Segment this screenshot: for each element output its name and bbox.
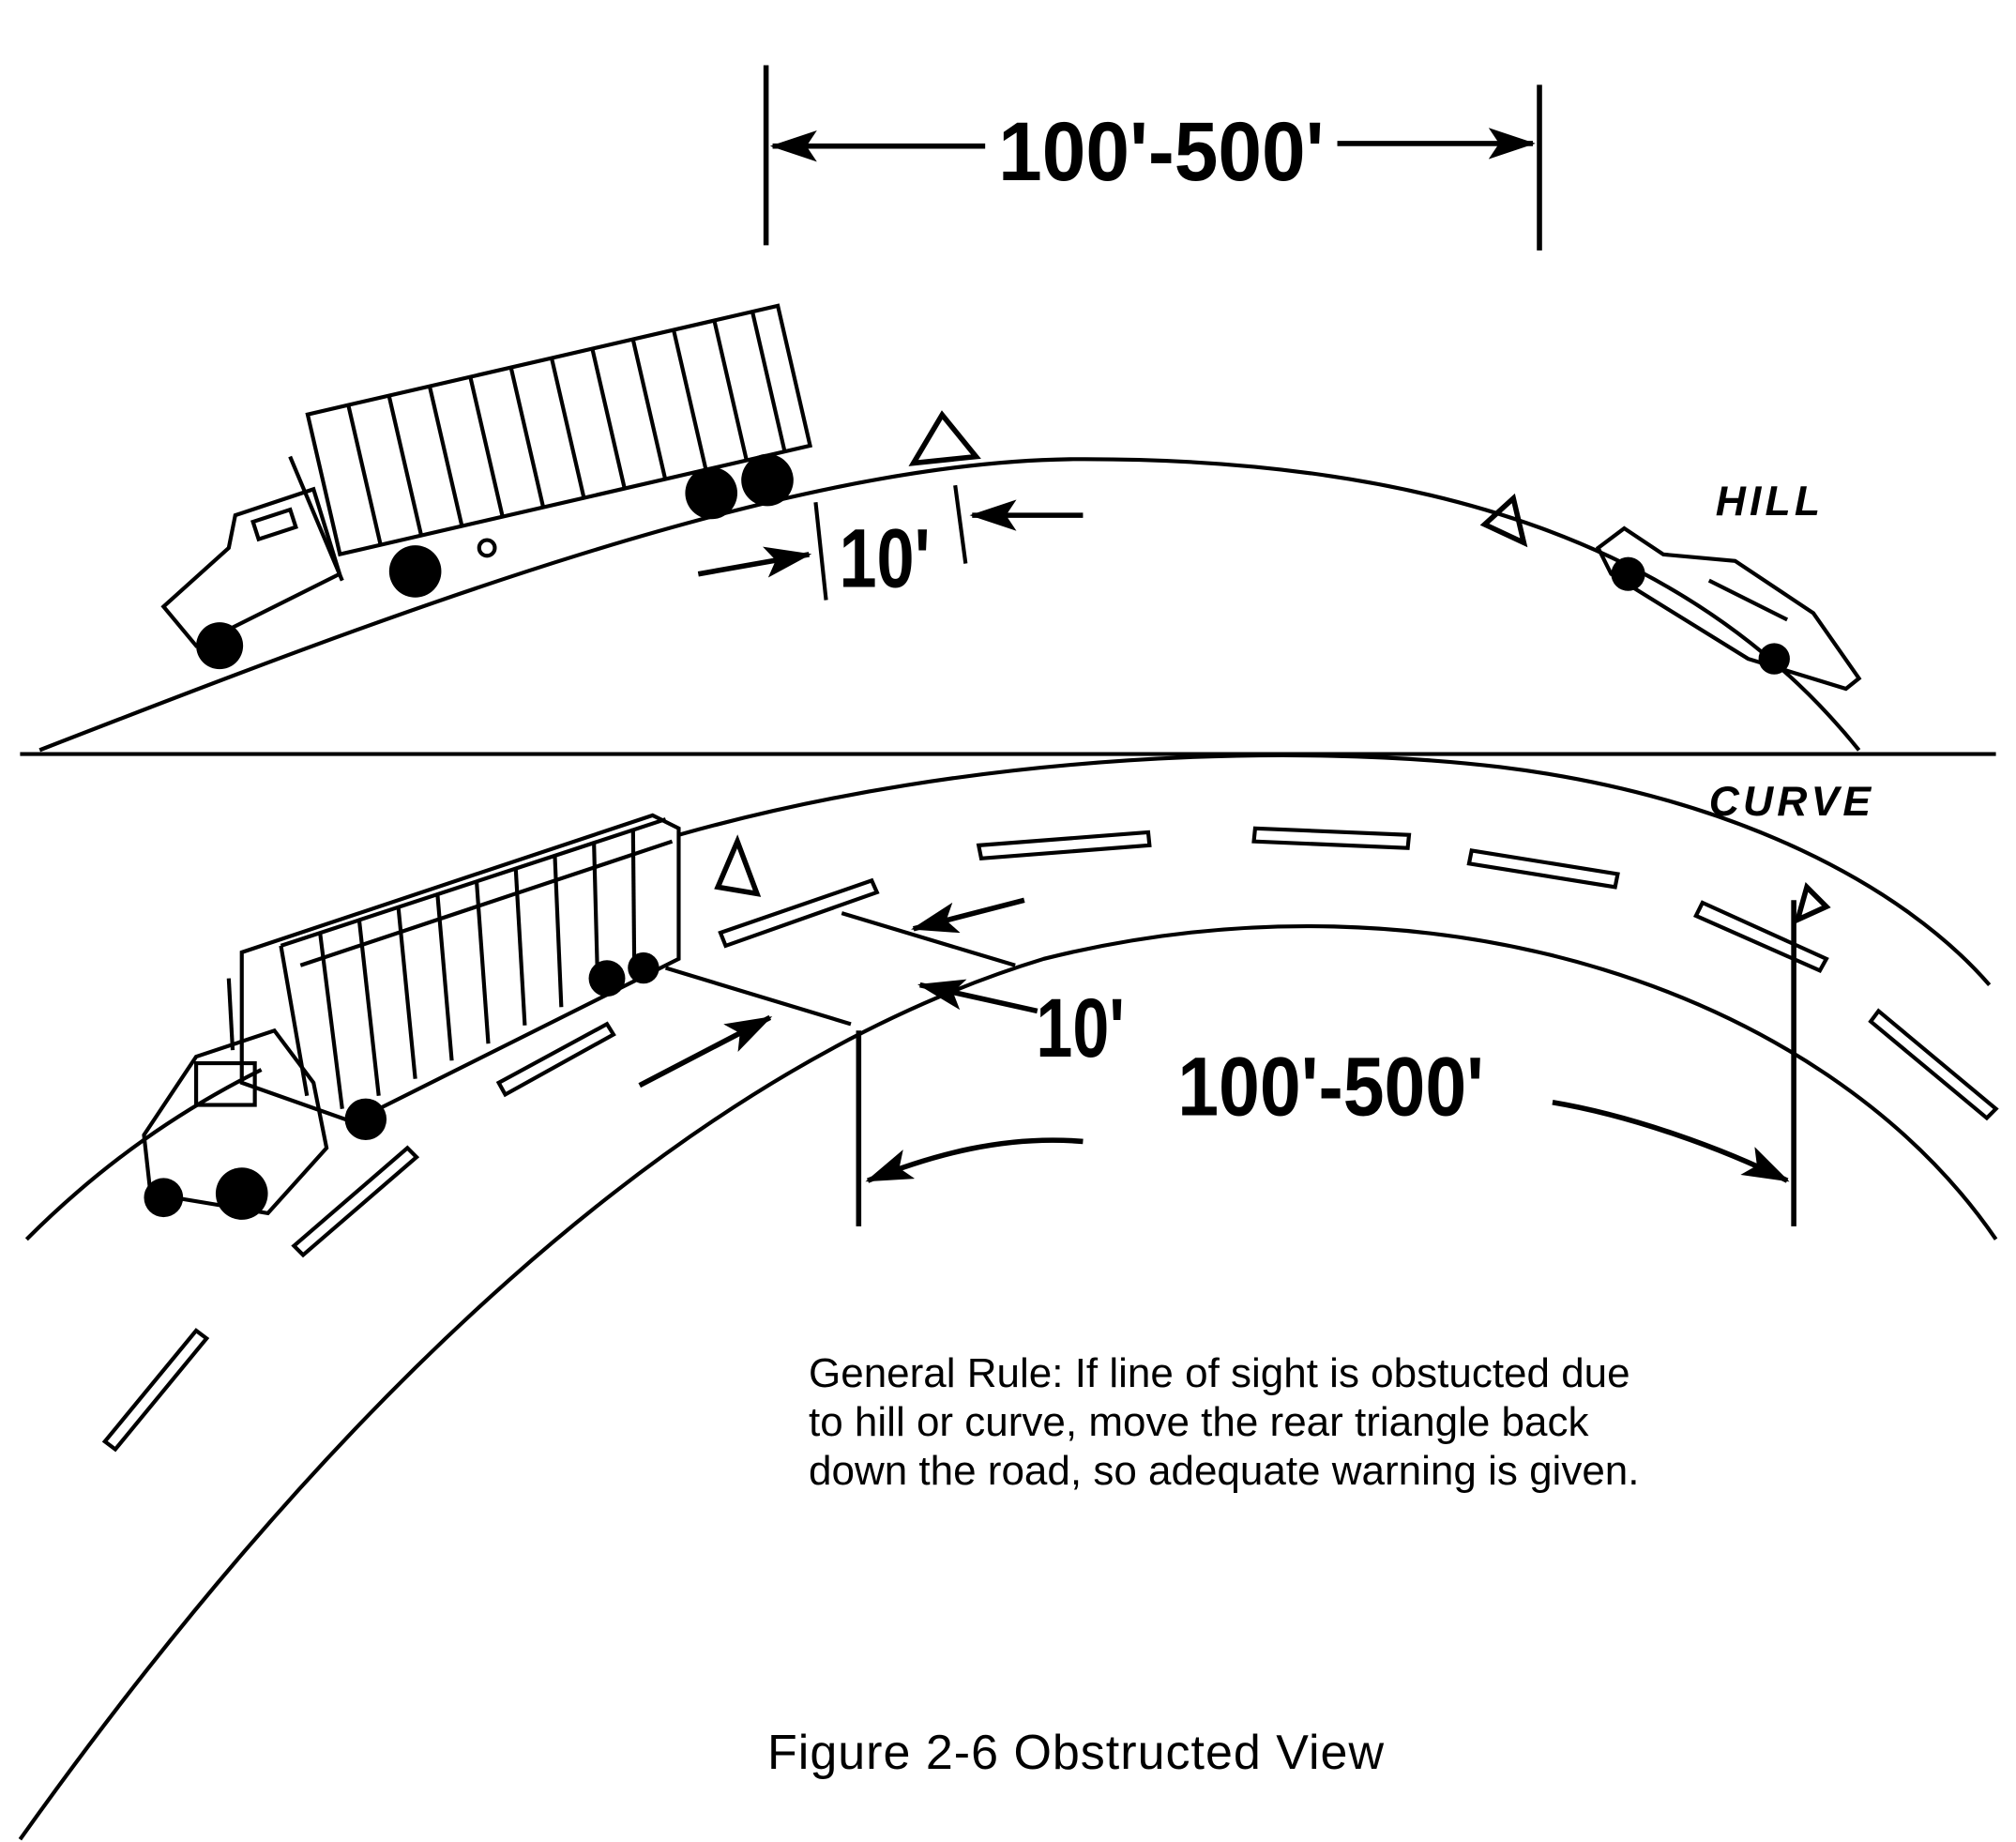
hill-scene: 100'-500' 10' HILL [20, 65, 1996, 756]
curve-distance-near: 10' [638, 897, 1125, 1088]
warning-triangle-icon [1479, 493, 1528, 548]
curve-distance-far-label: 100'-500' [1177, 1040, 1484, 1134]
road-edge-outer [677, 753, 1992, 986]
wheel [196, 622, 244, 670]
truck-on-hill [160, 303, 813, 670]
curve-distance-far: 100'-500' [856, 900, 1796, 1226]
warning-triangle-icon [1793, 882, 1831, 925]
general-rule-text: General Rule: If line of sight is obstuc… [809, 1350, 1640, 1494]
curve-label: CURVE [1709, 779, 1875, 825]
figure-caption: Figure 2-6 Obstructed View [767, 1726, 1385, 1780]
warning-triangle-icon [714, 834, 762, 897]
hill-distance-near-label: 10' [839, 511, 930, 605]
hill-distance-near: 10' [697, 484, 1084, 605]
wheel [685, 466, 738, 520]
truck-on-curve [142, 813, 681, 1220]
hill-profile [38, 457, 1861, 753]
car-on-hill [1595, 525, 1862, 692]
wheel [741, 453, 794, 507]
curve-distance-near-label: 10' [1036, 981, 1125, 1074]
hill-distance-far: 100'-500' [763, 65, 1542, 251]
wheel [388, 545, 442, 598]
warning-triangle-icon [908, 410, 981, 466]
road-edge-inner [18, 923, 1998, 1841]
hill-distance-far-label: 100'-500' [998, 104, 1325, 198]
curve-scene: CURVE [18, 753, 1999, 1841]
hill-label: HILL [1716, 479, 1824, 525]
